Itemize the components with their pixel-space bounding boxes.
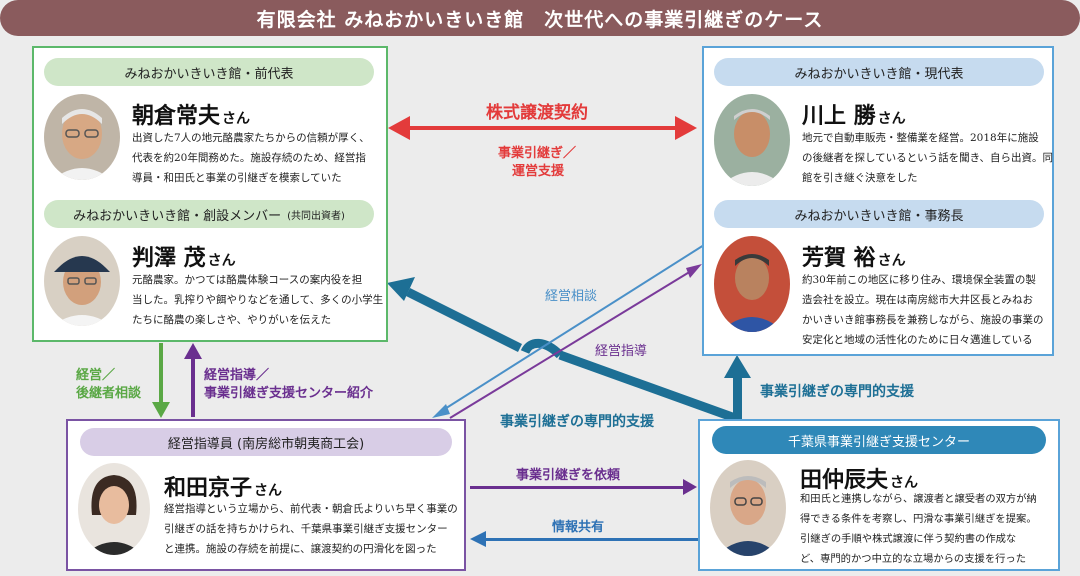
haga-description: 約30年前この地区に移り住み、環境保全装置の製 造会社を設立。現在は南房総市大井… xyxy=(802,274,1044,346)
haga-name: 芳賀 裕さん xyxy=(802,246,906,271)
support-label-line2: 運営支援 xyxy=(512,164,565,179)
hanzawa-photo xyxy=(44,236,120,326)
request-label: 事業引継ぎを依頼 xyxy=(516,468,621,483)
haga-role-pill: みねおかいきいき館・事務長 xyxy=(714,200,1044,228)
page-title: 有限会社 みねおかいきいき館 次世代への事業引継ぎのケース xyxy=(0,0,1080,36)
kawakami-photo xyxy=(714,94,790,186)
kawakami-role-pill: みねおかいきいき館・現代表 xyxy=(714,58,1044,86)
consultation-arrow xyxy=(432,244,705,418)
consultation-label: 経営相談 xyxy=(545,289,598,304)
support-label-line1: 事業引継ぎ／ xyxy=(498,146,577,161)
purple-label-line2: 事業引継ぎ支援センター紹介 xyxy=(204,386,374,401)
wada-role-pill: 経営指導員 (南房総市朝夷商工会) xyxy=(80,428,452,456)
guidance-up-arrow xyxy=(184,343,202,417)
asakura-photo xyxy=(44,94,120,180)
expert-support-up-arrow xyxy=(724,355,751,420)
tanaka-description: 和田氏と連携しながら、譲渡者と譲受者の双方が納 得できる条件を考察し、円滑な事業… xyxy=(800,493,1037,565)
purple-label-line1: 経営指導／ xyxy=(204,368,270,383)
wada-description: 経営指導という立場から、前代表・朝倉氏よりいち早く事業の 引継ぎの話を持ちかけら… xyxy=(164,503,458,555)
asakura-role-pill: みねおかいきいき館・前代表 xyxy=(44,58,374,86)
asakura-name: 朝倉常夫さん xyxy=(132,104,251,129)
info-share-label: 情報共有 xyxy=(552,520,605,535)
contract-label: 株式譲渡契約 xyxy=(486,103,588,123)
tanaka-name: 田仲辰夫さん xyxy=(800,468,919,493)
wada-photo xyxy=(78,463,150,555)
guidance-arrow xyxy=(449,264,702,419)
expert-support-diagonal-label: 事業引継ぎの専門的支援 xyxy=(500,414,654,430)
haga-photo xyxy=(714,236,790,332)
green-label-line1: 経営／ xyxy=(76,368,116,383)
wada-name: 和田京子さん xyxy=(164,476,283,501)
green-label-line2: 後継者相談 xyxy=(76,386,142,401)
hanzawa-role-pill: みねおかいきいき館・創設メンバー(共同出資者) xyxy=(44,200,374,228)
expert-support-diagonal-arrow xyxy=(387,277,737,423)
guidance-label: 経営指導 xyxy=(595,344,648,359)
hanzawa-description: 元酪農家。かつては酪農体験コースの案内役を担 当した。乳搾りや餌やりなどを通して… xyxy=(132,274,384,326)
tanaka-role-pill: 千葉県事業引継ぎ支援センター xyxy=(712,426,1046,454)
consultation-down-arrow xyxy=(152,343,170,418)
expert-support-up-label: 事業引継ぎの専門的支援 xyxy=(760,384,914,400)
info-share-arrow xyxy=(470,531,704,547)
tanaka-photo xyxy=(710,460,786,556)
asakura-description: 出資した7人の地元酪農家たちからの信頼が厚く、 代表を約20年間務めた。施設存続… xyxy=(132,132,370,184)
kawakami-name: 川上 勝さん xyxy=(802,104,906,129)
hanzawa-name: 判澤 茂さん xyxy=(132,246,236,271)
kawakami-description: 地元で自動車販売・整備業を経営。2018年に施設 の後継者を探しているという話を… xyxy=(802,132,1053,184)
contract-arrow xyxy=(388,116,697,140)
request-arrow xyxy=(470,479,697,495)
